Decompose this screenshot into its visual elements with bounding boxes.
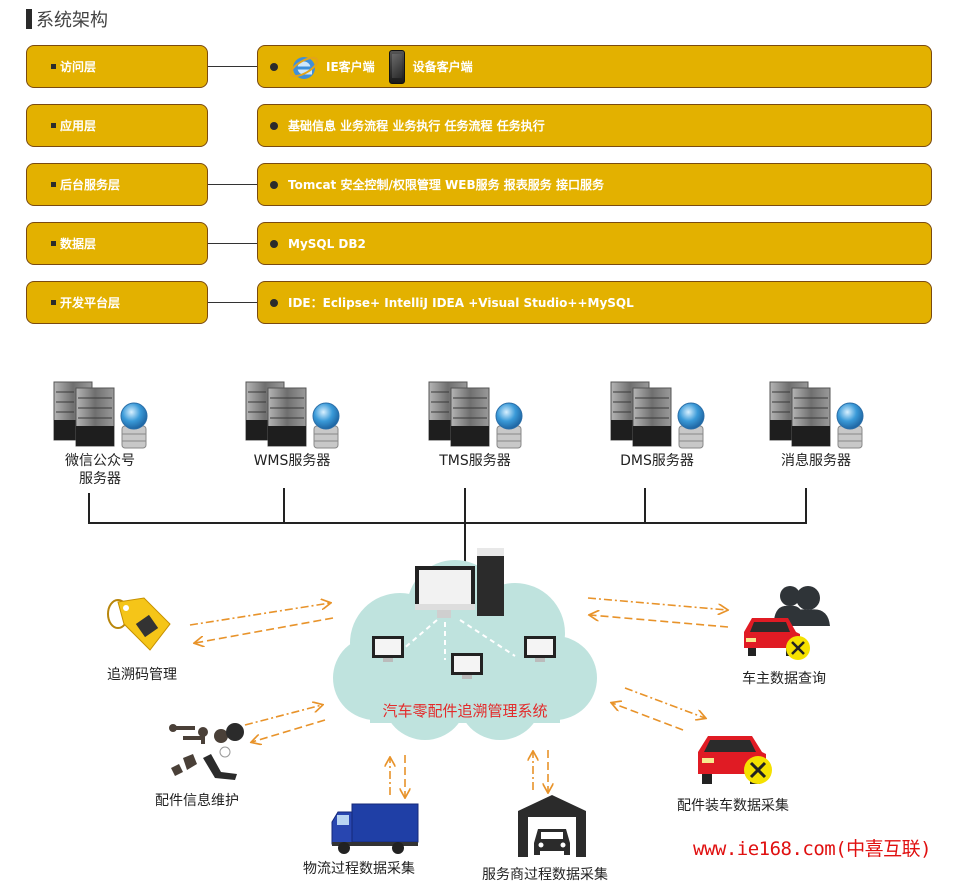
bullet-square-icon <box>51 241 56 246</box>
cloud-network-icon <box>333 548 597 740</box>
layer-row-application: 应用层 基础信息 业务流程 业务执行 任务流程 任务执行 <box>26 104 932 148</box>
layer-label-text: 开发平台层 <box>60 296 121 310</box>
layer-connector-line <box>182 302 270 303</box>
server-label: WMS服务器 <box>253 453 331 469</box>
bullet-square-icon <box>51 64 56 69</box>
layer-row-access: 访问层 IE客户端 设备客户端 <box>26 45 932 89</box>
server-label: 消息服务器 <box>781 453 851 469</box>
bus-drop-line <box>283 488 285 523</box>
server-wechat: 微信公众号 服务器 <box>40 378 160 488</box>
server-message: 消息服务器 <box>756 378 876 470</box>
server-label: 微信公众号 <box>65 453 135 469</box>
center-system-label: 汽车零配件追溯管理系统 <box>382 702 548 720</box>
qr-tag-icon <box>107 597 171 651</box>
arrow-from-system <box>195 617 334 643</box>
server-label: DMS服务器 <box>620 453 694 469</box>
section-title: 系统架构 <box>26 6 108 32</box>
garage-icon <box>518 795 586 857</box>
layer-content: 基础信息 业务流程 业务执行 任务流程 任务执行 <box>257 104 932 147</box>
server-dms: DMS服务器 <box>597 378 717 470</box>
layer-row-data: 数据层 MySQL DB2 <box>26 222 932 266</box>
server-wms: WMS服务器 <box>232 378 352 470</box>
bus-drop-line <box>644 488 646 523</box>
layer-content-text: MySQL DB2 <box>288 236 366 251</box>
server-label: TMS服务器 <box>439 453 511 469</box>
bullet-dot-icon <box>270 180 278 189</box>
arrow-to-install <box>624 687 705 718</box>
layer-label: 数据层 <box>26 222 208 265</box>
arrow-to-owner <box>587 597 727 610</box>
bus-horizontal-line <box>88 522 807 524</box>
layer-label: 应用层 <box>26 104 208 147</box>
layer-row-backend-service: 后台服务层 Tomcat 安全控制/权限管理 WEB服务 报表服务 接口服务 <box>26 163 932 207</box>
node-label-owner-query: 车主数据查询 <box>742 671 826 687</box>
section-title-text: 系统架构 <box>36 10 108 31</box>
layer-connector-line <box>182 243 270 244</box>
bullet-dot-icon <box>270 62 278 71</box>
layer-label: 后台服务层 <box>26 163 208 206</box>
bus-drop-line <box>805 488 807 523</box>
layer-content-text: Tomcat 安全控制/权限管理 WEB服务 报表服务 接口服务 <box>288 178 604 192</box>
node-label-logistics: 物流过程数据采集 <box>303 861 415 877</box>
car-repair-icon <box>698 736 772 784</box>
layer-label: 访问层 <box>26 45 208 88</box>
bullet-dot-icon <box>270 298 278 307</box>
bullet-square-icon <box>51 182 56 187</box>
ie-browser-icon <box>289 56 319 79</box>
layer-content-text: IDE：Eclipse+ IntelliJ IDEA +Visual Studi… <box>288 296 634 310</box>
layer-label-text: 数据层 <box>60 237 97 251</box>
layer-label: 开发平台层 <box>26 281 208 324</box>
layer-content: IE客户端 设备客户端 <box>257 45 932 88</box>
arrow-to-system <box>189 603 330 626</box>
car-owner-icon <box>744 586 830 660</box>
arrow-from-system <box>252 719 326 742</box>
client-label: IE客户端 <box>326 60 375 74</box>
layer-connector-line <box>182 184 270 185</box>
layer-label-text: 应用层 <box>60 119 97 133</box>
layer-content: Tomcat 安全控制/权限管理 WEB服务 报表服务 接口服务 <box>257 163 932 206</box>
layer-connector-line <box>182 66 270 67</box>
arrow-from-owner <box>590 615 729 628</box>
client-ie: IE客户端 <box>288 51 375 83</box>
layer-content: IDE：Eclipse+ IntelliJ IDEA +Visual Studi… <box>257 281 932 324</box>
truck-icon <box>331 803 419 854</box>
bullet-square-icon <box>51 300 56 305</box>
mobile-device-icon <box>388 49 405 84</box>
title-bar-marker <box>26 9 32 29</box>
layer-row-dev-platform: 开发平台层 IDE：Eclipse+ IntelliJ IDEA +Visual… <box>26 281 932 325</box>
node-label-parts-info: 配件信息维护 <box>155 793 239 809</box>
layer-content-text: 基础信息 业务流程 业务执行 任务流程 任务执行 <box>288 119 545 133</box>
node-label-service-provider: 服务商过程数据采集 <box>482 867 608 883</box>
bus-drop-line <box>88 493 90 523</box>
arrow-to-system <box>244 705 322 726</box>
node-label-trace-code: 追溯码管理 <box>107 667 177 683</box>
client-label: 设备客户端 <box>412 60 473 74</box>
auto-parts-icon <box>169 723 244 780</box>
server-tms: TMS服务器 <box>415 378 535 470</box>
bus-trunk-line <box>464 488 466 568</box>
layer-label-text: 后台服务层 <box>60 178 121 192</box>
bullet-dot-icon <box>270 239 278 248</box>
bullet-square-icon <box>51 123 56 128</box>
client-device: 设备客户端 <box>388 49 473 84</box>
layer-content: MySQL DB2 <box>257 222 932 265</box>
server-label-line2: 服务器 <box>79 471 121 487</box>
watermark-text: www.ie168.com(中喜互联) <box>693 838 932 860</box>
node-label-install: 配件装车数据采集 <box>677 798 789 814</box>
layer-label-text: 访问层 <box>60 60 97 74</box>
bullet-dot-icon <box>270 121 278 130</box>
arrow-from-install <box>612 703 684 731</box>
